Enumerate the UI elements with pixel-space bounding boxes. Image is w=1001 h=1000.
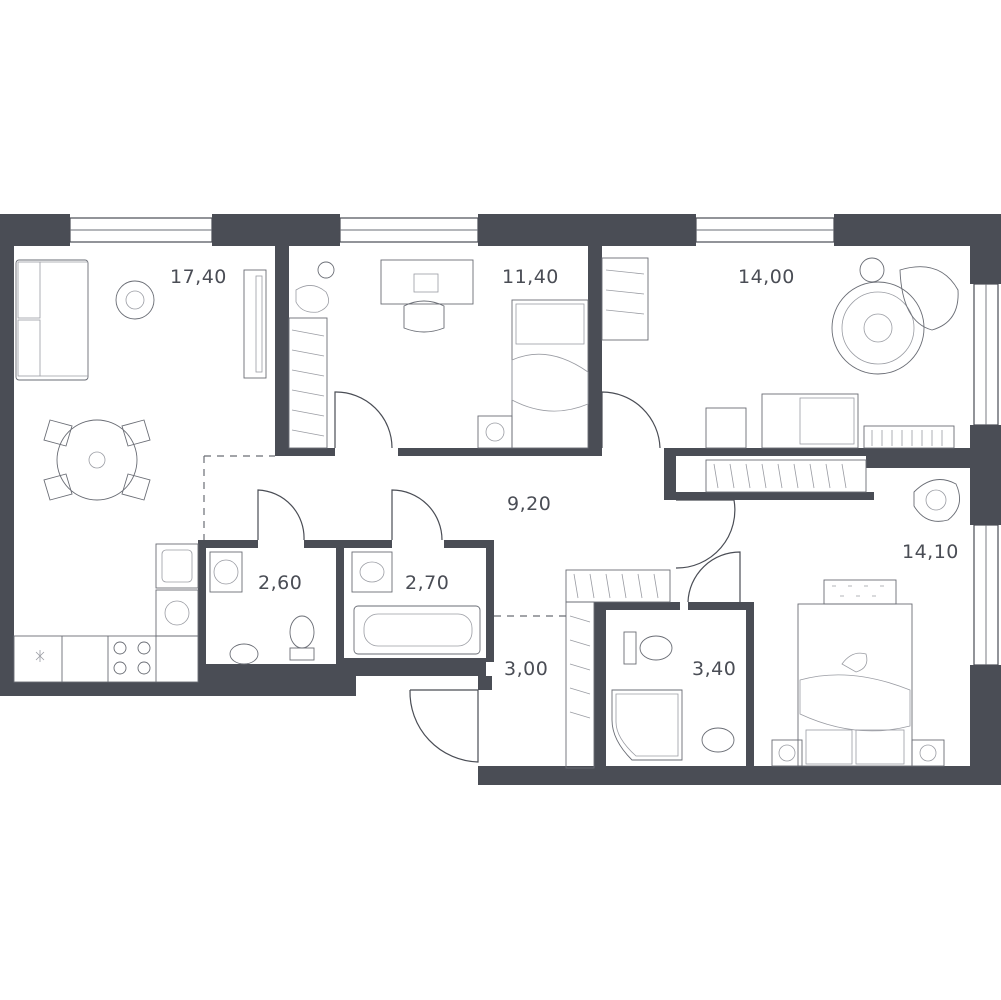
area-label-bedroom-2: 14,00 xyxy=(738,266,795,288)
area-label-living: 17,40 xyxy=(170,266,227,288)
zone-dividers xyxy=(203,455,566,617)
bathroom-fixtures xyxy=(351,551,481,655)
wc-fixtures xyxy=(209,551,315,665)
bedroom-3-furniture xyxy=(771,479,961,767)
interior-walls xyxy=(198,246,970,772)
area-label-wc: 2,60 xyxy=(258,572,302,594)
area-label-entrance: 3,00 xyxy=(504,658,548,680)
area-label-bedroom-1: 11,40 xyxy=(502,266,559,288)
area-label-bedroom-3: 14,10 xyxy=(902,541,959,563)
area-label-shower-room: 3,40 xyxy=(692,658,736,680)
outer-walls xyxy=(0,214,1001,785)
living-furniture xyxy=(13,259,267,683)
room-labels: 17,40 11,40 14,00 14,10 9,20 2,60 2,70 3… xyxy=(170,266,959,680)
windows xyxy=(69,217,999,666)
area-label-hall: 9,20 xyxy=(507,493,551,515)
bedroom-2-furniture xyxy=(601,257,959,449)
shower-room-fixtures xyxy=(611,631,735,761)
doors xyxy=(257,391,741,763)
area-label-bathroom: 2,70 xyxy=(405,572,449,594)
bedroom-1-furniture xyxy=(288,259,589,449)
hall-wardrobe xyxy=(565,459,867,769)
